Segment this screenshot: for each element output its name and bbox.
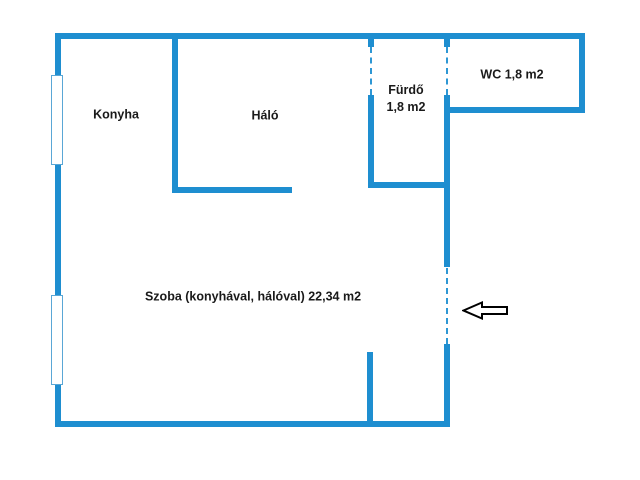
wall-wc-bottom <box>444 107 585 113</box>
wall-konyha-halo-divider <box>172 39 178 193</box>
room-label-furdo-name: Fürdő <box>388 83 424 97</box>
room-label-halo: Háló <box>251 108 279 123</box>
wall-top <box>55 33 585 39</box>
wall-furdo-bottom <box>368 182 450 188</box>
room-label-konyha: Konyha <box>93 107 139 122</box>
room-label-furdo-area: 1,8 m2 <box>386 100 426 114</box>
wall-wc-right <box>579 33 585 113</box>
wall-wc-door-jamb <box>444 39 450 47</box>
wall-right-upper <box>444 95 450 267</box>
wall-entry-partition <box>367 352 373 427</box>
wall-left <box>55 33 61 427</box>
entrance-arrow-icon <box>462 301 509 320</box>
wall-furdo-door-jamb <box>368 39 374 47</box>
door-opening-wc <box>446 47 448 95</box>
wall-bottom <box>55 421 449 427</box>
door-opening-furdo <box>370 47 372 95</box>
window-konyha <box>51 75 63 165</box>
wall-halo-bottom <box>172 187 292 193</box>
wall-right-lower <box>444 344 450 427</box>
wall-furdo-left <box>368 95 374 188</box>
room-label-wc: WC 1,8 m2 <box>480 67 544 82</box>
door-opening-entrance <box>446 268 448 344</box>
room-label-furdo: Fürdő 1,8 m2 <box>387 82 426 116</box>
window-szoba <box>51 295 63 385</box>
room-label-szoba: Szoba (konyhával, hálóval) 22,34 m2 <box>144 289 362 304</box>
